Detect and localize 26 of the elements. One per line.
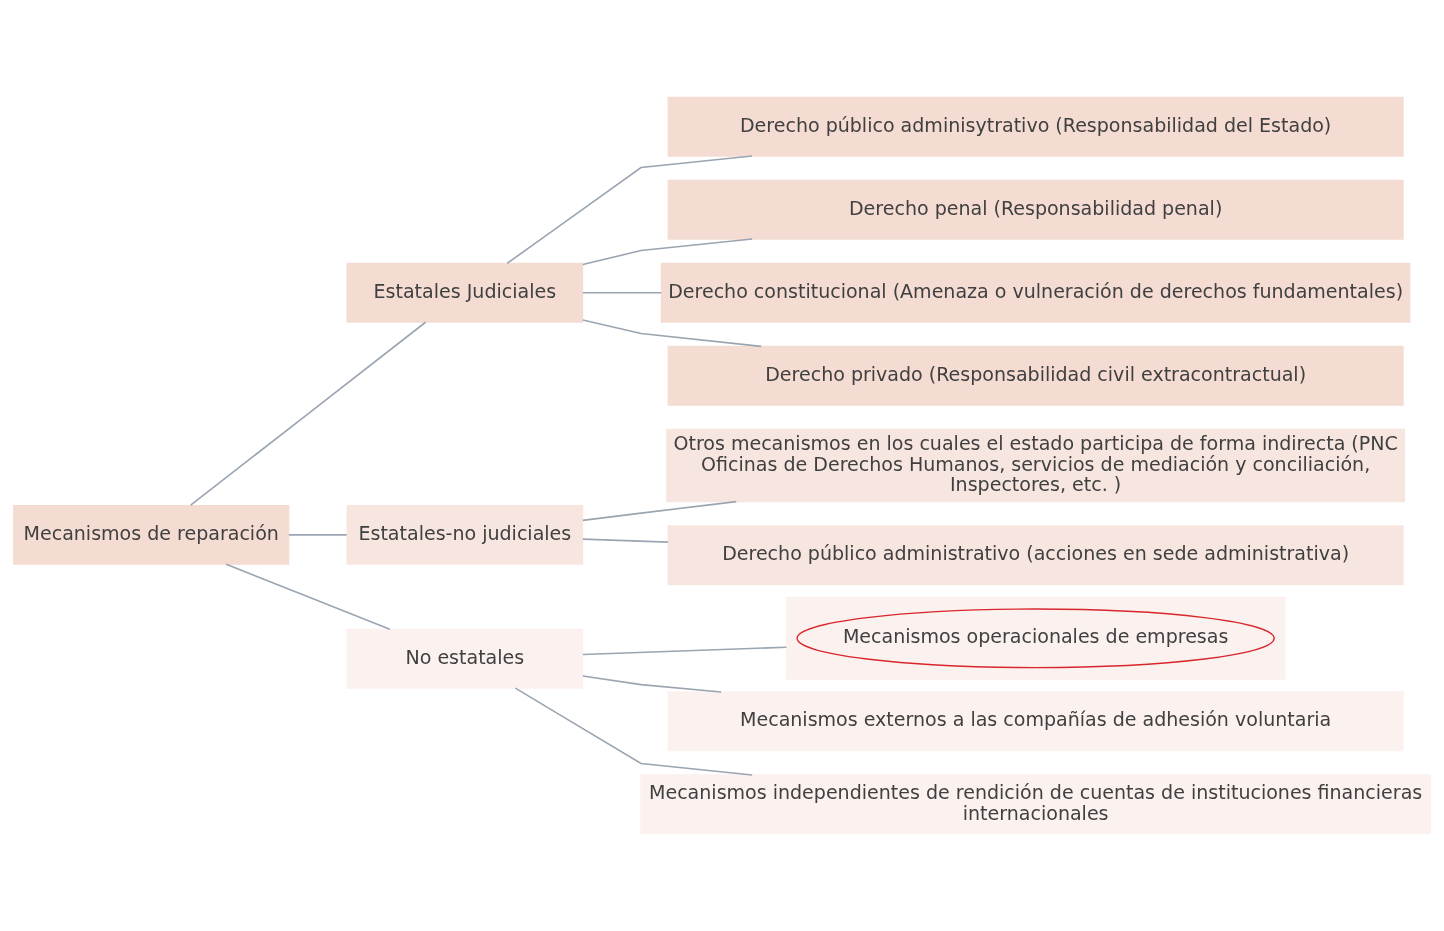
node-box: Mecanismos externos a las compañías de adhesión voluntaria bbox=[667, 691, 1404, 752]
node-box: Mecanismos de reparación bbox=[13, 504, 290, 565]
node-box: No estatales bbox=[346, 628, 584, 689]
node-box: Derecho penal (Responsabilidad penal) bbox=[667, 179, 1404, 240]
connector bbox=[225, 563, 391, 631]
node-box: Derecho constitucional (Amenaza o vulneración de derechos fundamentales) bbox=[660, 262, 1411, 323]
node-box: Estatales-no judiciales bbox=[346, 504, 584, 565]
connector bbox=[189, 321, 427, 506]
node-box: Derecho público administrativo (acciones en sede administrativa) bbox=[667, 525, 1404, 586]
connector bbox=[582, 675, 722, 693]
connector bbox=[506, 155, 753, 265]
connector bbox=[514, 687, 753, 776]
node-ellipse: Mecanismos operacionales de empresas bbox=[796, 608, 1275, 669]
connector bbox=[582, 319, 762, 348]
node-box: Derecho privado (Responsabilidad civil extracontractual) bbox=[667, 345, 1404, 406]
node-box: Estatales Judiciales bbox=[346, 262, 584, 323]
node-box: Otros mecanismos en los cuales el estado participa de forma indirecta (PNC Oficinas de Derechos Humanos, servicios de mediación y conciliación, Inspectores, etc. ) bbox=[666, 428, 1406, 503]
cluster bbox=[785, 596, 1286, 680]
connector bbox=[582, 238, 753, 266]
node-box: Mecanismos independientes de rendición de cuentas de instituciones financieras internacionales bbox=[640, 774, 1431, 835]
connector bbox=[582, 500, 738, 522]
node-box: Derecho público adminisytrativo (Responsabilidad del Estado) bbox=[667, 96, 1404, 157]
connector bbox=[582, 538, 669, 543]
connector bbox=[582, 291, 662, 294]
connector bbox=[288, 534, 348, 536]
connector bbox=[582, 646, 788, 656]
